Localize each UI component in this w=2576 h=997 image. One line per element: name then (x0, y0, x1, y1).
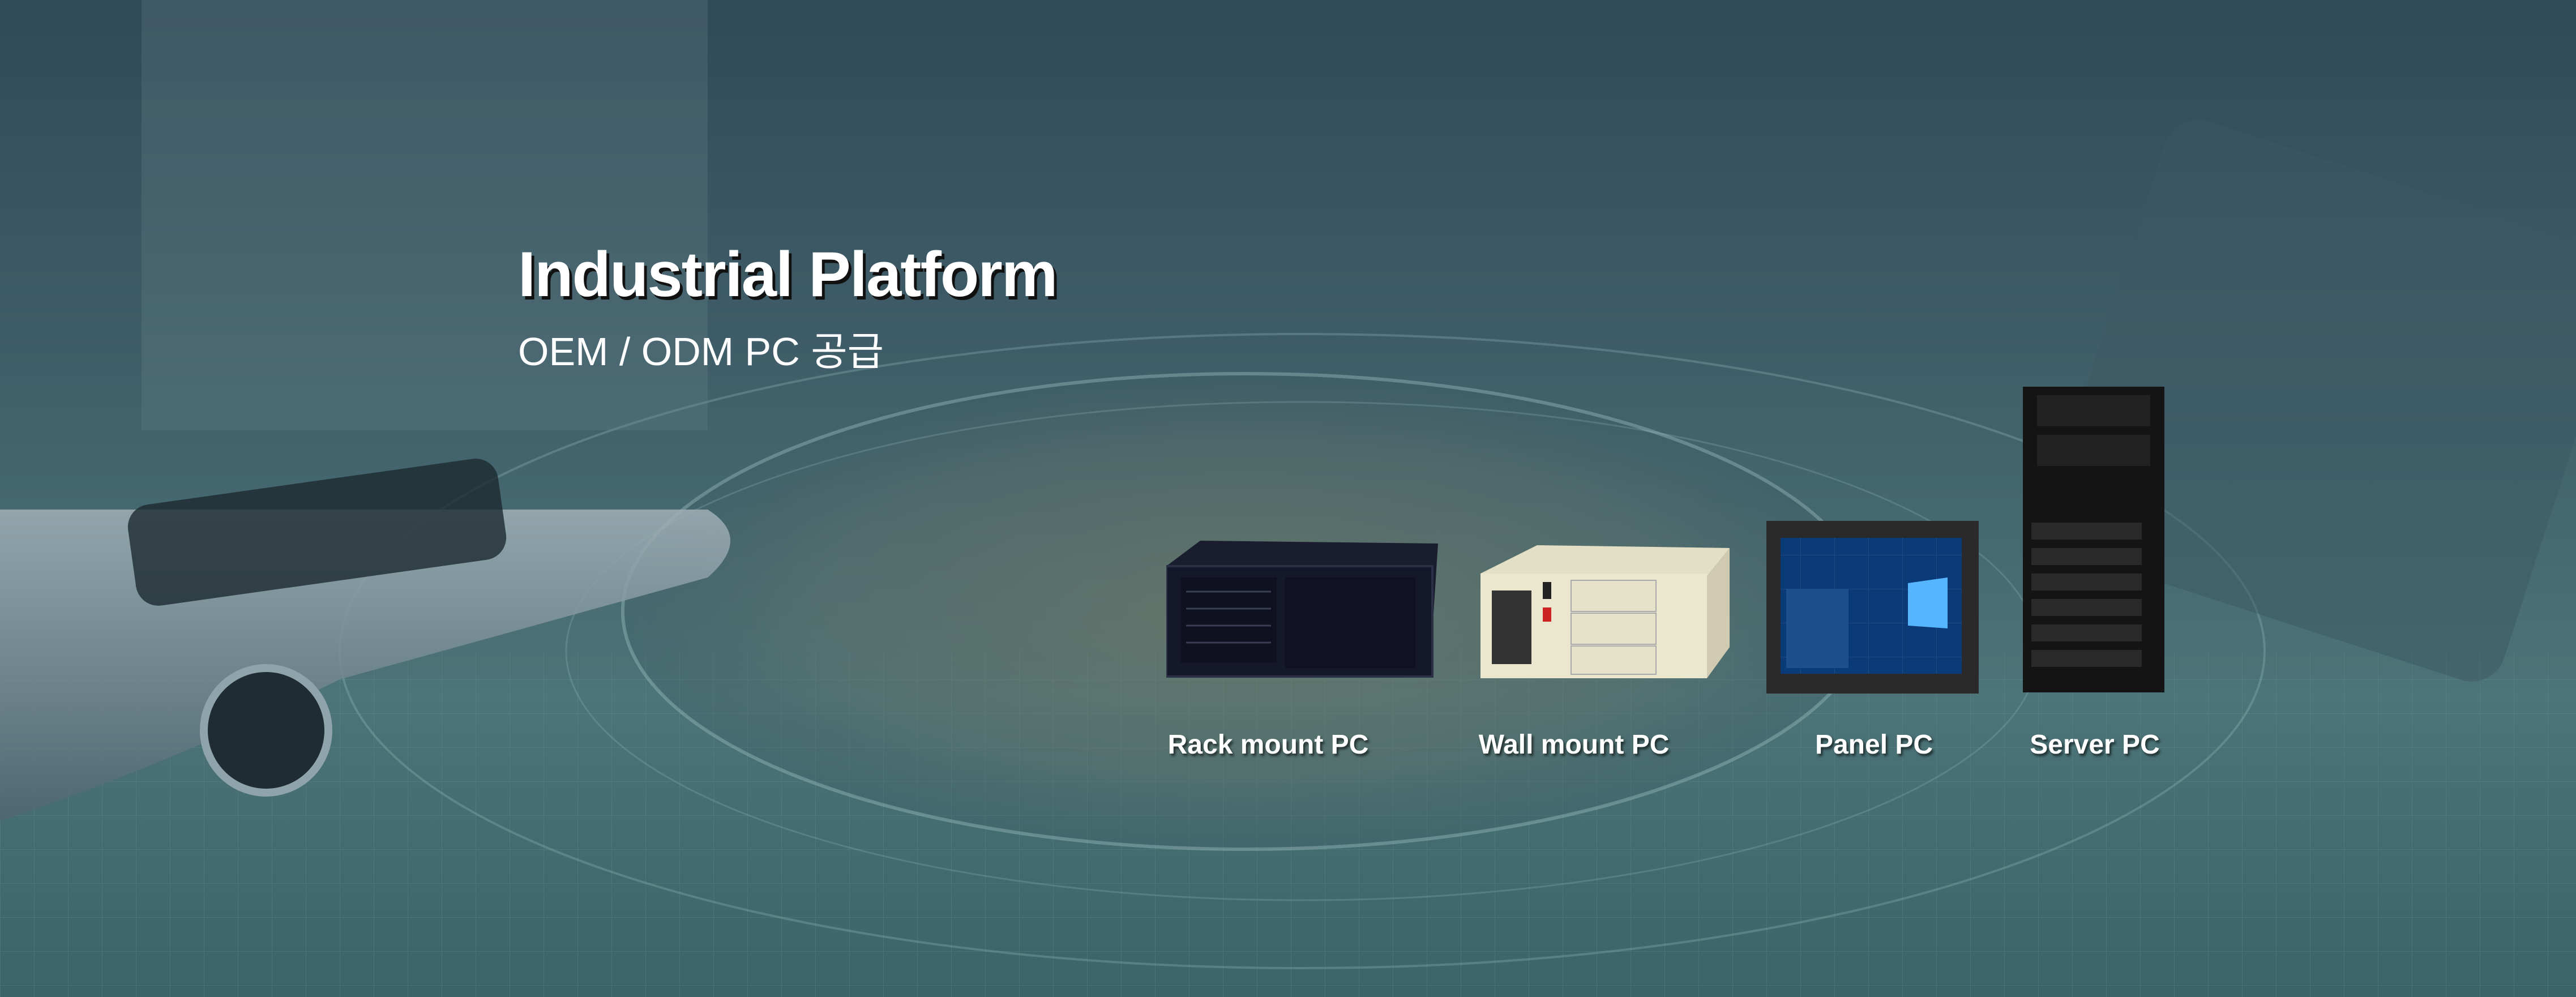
wall-mount-pc-image[interactable] (1480, 545, 1730, 681)
panel-pc-image[interactable] (1766, 521, 1979, 694)
rack-mount-pc-image[interactable] (1166, 541, 1438, 679)
product-label-rack-mount-pc[interactable]: Rack mount PC (1167, 730, 1369, 760)
product-label-panel-pc[interactable]: Panel PC (1815, 730, 1933, 760)
hero-subtitle: OEM / ODM PC 공급 (518, 330, 884, 374)
server-pc-image[interactable] (2023, 387, 2164, 692)
product-label-server-pc[interactable]: Server PC (2030, 730, 2160, 760)
hero-title: Industrial Platform (518, 239, 1058, 310)
product-label-wall-mount-pc[interactable]: Wall mount PC (1478, 730, 1670, 760)
